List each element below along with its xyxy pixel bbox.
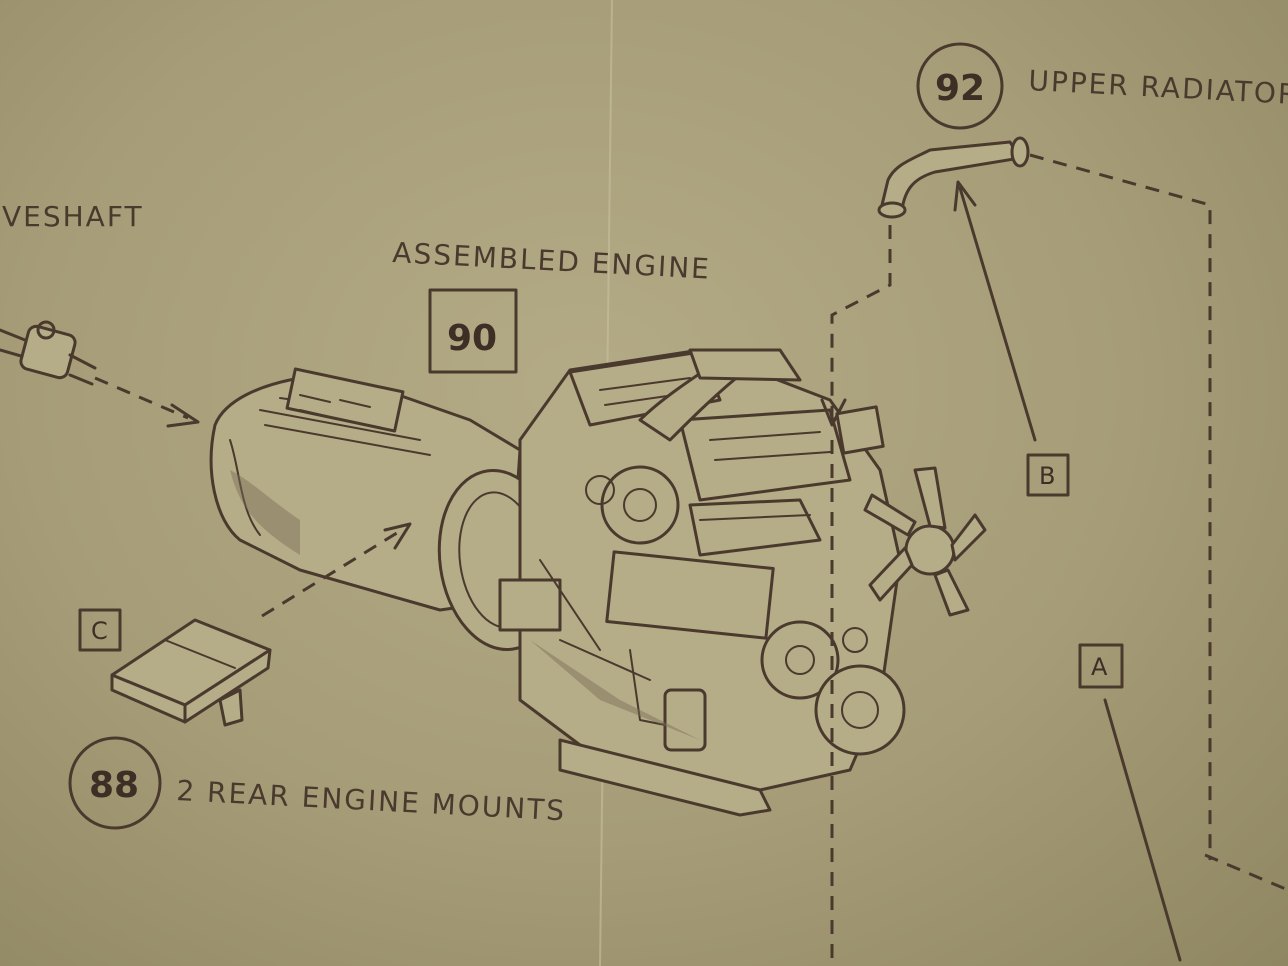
- callout-b-box: [1026, 453, 1070, 497]
- driveshaft-label: VESHAFT: [2, 200, 144, 233]
- driveshaft-guide-arrowhead: [166, 403, 200, 428]
- assembled-engine-label: ASSEMBLED ENGINE: [392, 236, 712, 286]
- driveshaft-guide-line: [94, 376, 189, 420]
- callout-b-letter: B: [1039, 462, 1055, 490]
- engine-part-number-box: [428, 288, 518, 374]
- radiator-hose-bottom-guide-line: [1204, 853, 1288, 892]
- radiator-hose-part-number: 92: [935, 68, 985, 109]
- engine-mount-guide-line: [261, 526, 406, 618]
- engine-mounts-part-number: 88: [89, 765, 139, 806]
- callout-b-pointer: [958, 186, 1037, 442]
- upper-radiator-hose-part: [877, 136, 1030, 219]
- engine-mount-arrowhead: [383, 522, 412, 550]
- callout-b-arrowhead: [953, 180, 977, 212]
- rear-engine-mount-part: [110, 618, 272, 727]
- callout-a-letter: A: [1091, 653, 1108, 681]
- rear-engine-mounts-label: 2 REAR ENGINE MOUNTS: [176, 774, 567, 827]
- radiator-hose-engine-guide-line: [830, 225, 892, 420]
- engine-part-number: 90: [447, 318, 497, 359]
- engine-mounts-part-number-circle: [68, 736, 162, 830]
- callout-c-box: [78, 608, 122, 652]
- callout-a-pointer: [1103, 698, 1182, 962]
- callout-c-letter: C: [91, 617, 108, 645]
- driveshaft-part: [0, 320, 97, 386]
- radiator-hose-part-number-circle: [916, 42, 1004, 130]
- upper-radiator-label: UPPER RADIATOR: [1028, 64, 1288, 111]
- callout-a-box: [1078, 643, 1124, 689]
- radiator-hose-engine-arrowhead: [820, 398, 847, 427]
- assembled-engine-drawing: [209, 348, 987, 817]
